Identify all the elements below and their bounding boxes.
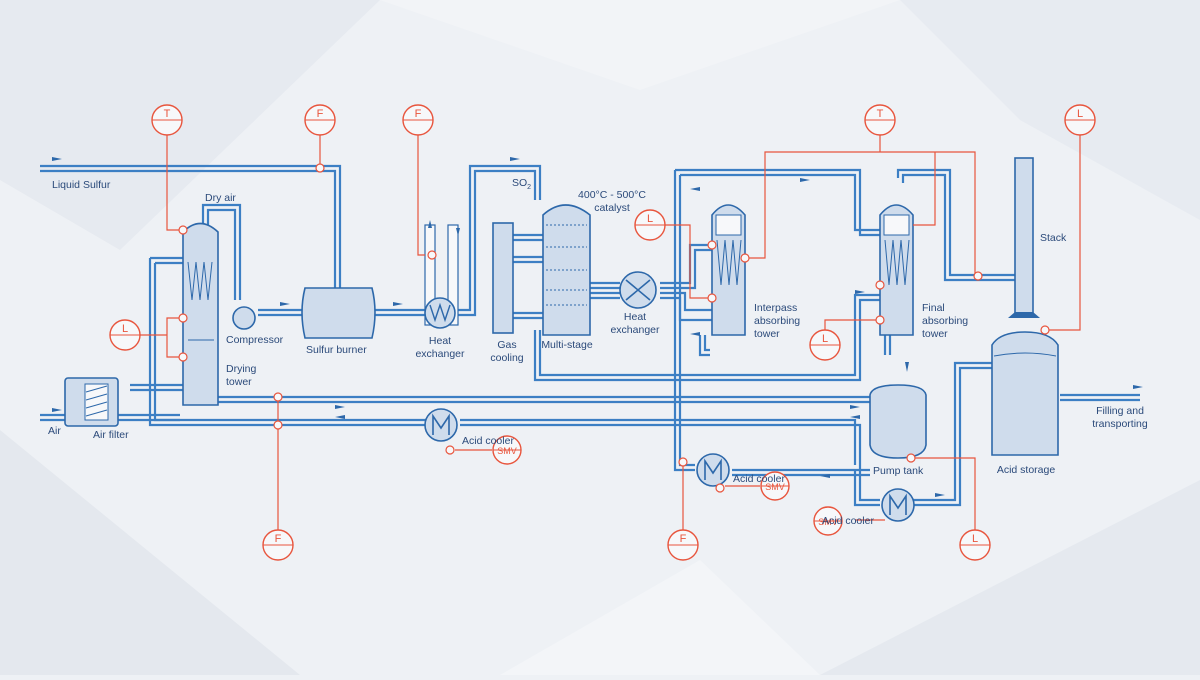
final-absorbing-tower [879,204,914,336]
pump-tank [869,384,927,459]
label-drying-1: Drying [226,363,257,375]
instrument-f1[interactable]: F [304,104,336,136]
label-stack: Stack [1040,232,1067,244]
instrument-f2[interactable]: F [402,104,434,136]
instrument-l4[interactable]: L [809,329,841,361]
instrument-smv1[interactable]: SMV [492,435,522,465]
label-interpass-2: absorbing [754,315,800,327]
instrument-f4[interactable]: F [667,529,699,561]
label-pump-tank: Pump tank [873,465,924,477]
label-acid-cooler-3: Acid cooler [822,515,874,527]
svg-text:F: F [680,533,687,545]
label-so2: SO2 [512,177,531,191]
svg-text:F: F [317,108,324,120]
pipes [40,164,1140,507]
signal-taps [178,163,1050,493]
labels: Liquid Sulfur Air Air filter Dry air Dry… [48,177,1148,527]
compressor [232,306,256,330]
acid-cooler-2 [696,453,730,487]
sulfur-burner [301,287,376,339]
gas-cooling [492,222,514,334]
instrument-t2[interactable]: T [864,104,896,136]
svg-text:L: L [1077,108,1083,120]
instrument-f3[interactable]: F [262,529,294,561]
label-acid-cooler-1: Acid cooler [462,435,514,447]
instrument-l2[interactable]: L [634,209,666,241]
label-catalyst-1: 400°C - 500°C [578,189,646,201]
instrument-l1[interactable]: L [109,319,141,351]
label-liquid-sulfur: Liquid Sulfur [52,179,111,191]
acid-cooler-1 [424,408,458,442]
svg-text:F: F [415,108,422,120]
stack [1008,157,1040,318]
svg-text:T: T [877,108,884,120]
label-sulfur-burner: Sulfur burner [306,344,367,356]
interpass-absorbing-tower [711,204,746,336]
label-multi-stage: Multi-stage [541,339,593,351]
heat-exchanger-1 [424,224,459,329]
label-final-1: Final [922,302,945,314]
label-interpass-1: Interpass [754,302,797,314]
label-filling-1: Filling and [1096,405,1144,417]
air-filter [64,377,119,427]
label-hx1-a: Heat [429,335,451,347]
multi-stage-converter [542,204,591,336]
instrument-smv2[interactable]: SMV [760,471,790,501]
instrument-t1[interactable]: T [151,104,183,136]
label-air: Air [48,425,61,437]
instrument-l5[interactable]: L [959,529,991,561]
svg-text:L: L [972,533,978,545]
signal-lines [140,135,1081,540]
label-acid-storage: Acid storage [997,464,1056,476]
flow-arrows [52,157,1143,497]
label-filling-2: transporting [1092,418,1148,430]
svg-text:F: F [275,533,282,545]
label-hx2-a: Heat [624,311,646,323]
acid-storage [991,331,1059,456]
svg-text:T: T [164,108,171,120]
label-gas-cooling-1: Gas [497,339,516,351]
instrument-smv3[interactable]: SMV [813,506,843,536]
label-drying-2: tower [226,376,252,388]
label-hx2-b: exchanger [610,324,660,336]
svg-text:L: L [122,323,128,335]
label-hx1-b: exchanger [415,348,465,360]
drying-tower [182,222,219,406]
svg-text:L: L [647,213,653,225]
acid-cooler-3 [881,488,915,522]
svg-text:SMV: SMV [818,517,838,527]
svg-text:SMV: SMV [765,482,785,492]
label-final-3: tower [922,328,948,340]
label-air-filter: Air filter [93,429,129,441]
label-final-2: absorbing [922,315,968,327]
label-dry-air: Dry air [205,192,236,204]
label-catalyst-2: catalyst [594,202,630,214]
svg-text:SMV: SMV [497,446,517,456]
instrument-l3[interactable]: L [1064,104,1096,136]
label-acid-cooler-2: Acid cooler [733,473,785,485]
label-compressor: Compressor [226,334,284,346]
svg-text:L: L [822,333,828,345]
label-interpass-3: tower [754,328,780,340]
label-gas-cooling-2: cooling [490,352,523,364]
heat-exchanger-2 [619,271,657,309]
